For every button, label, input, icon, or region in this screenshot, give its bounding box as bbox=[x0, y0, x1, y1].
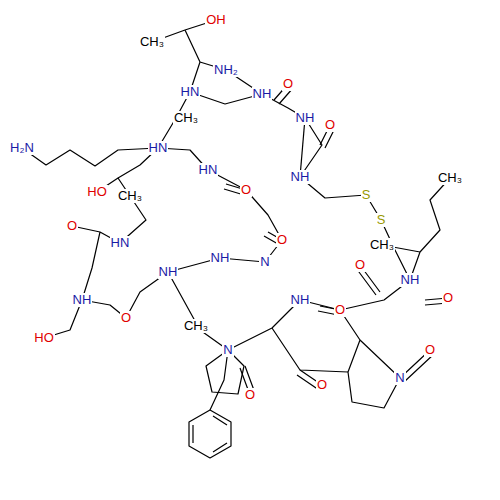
atom-label: O bbox=[424, 343, 436, 357]
bond bbox=[22, 148, 158, 166]
atom-label: O bbox=[282, 77, 294, 91]
atom-label: O bbox=[66, 219, 78, 233]
atom-label: CH₃ bbox=[369, 238, 395, 252]
atom-label: N bbox=[259, 255, 270, 269]
atom-label: NH bbox=[290, 170, 311, 184]
atom-label: CH₃ bbox=[173, 111, 199, 125]
atom-label: NH bbox=[252, 87, 273, 101]
atom-label: S bbox=[361, 188, 372, 202]
bond bbox=[300, 118, 305, 177]
atom-label: O bbox=[354, 258, 366, 272]
atom-label: O bbox=[120, 311, 132, 325]
atom-label: CH₃ bbox=[437, 171, 463, 185]
atom-label: O bbox=[316, 378, 328, 392]
atom-label: S bbox=[376, 213, 387, 227]
atom-label: NH bbox=[400, 273, 421, 287]
atom-label: HN bbox=[110, 236, 131, 250]
atom-label: H₂N bbox=[9, 141, 35, 155]
atom-label: O bbox=[276, 233, 288, 247]
atom-label: O bbox=[334, 303, 346, 317]
atom-label: N bbox=[222, 343, 233, 357]
bond bbox=[152, 20, 262, 94]
bond bbox=[158, 148, 282, 272]
bond bbox=[126, 92, 410, 350]
bond bbox=[210, 350, 228, 410]
atom-label: NH bbox=[290, 293, 311, 307]
bond bbox=[272, 328, 348, 372]
bond bbox=[382, 178, 450, 280]
atom-label: O bbox=[240, 183, 252, 197]
atom-label: O bbox=[442, 291, 454, 305]
atom-label: CH₃ bbox=[117, 189, 143, 203]
atom-label: HO bbox=[33, 331, 55, 345]
atom-label: HN bbox=[148, 141, 169, 155]
proline-ring bbox=[340, 310, 400, 408]
atom-label: CH₃ bbox=[183, 319, 209, 333]
atom-label: NH₂ bbox=[213, 63, 239, 77]
atom-label: OH bbox=[205, 13, 227, 27]
atom-label: HN bbox=[180, 85, 201, 99]
atom-label: HN bbox=[198, 163, 219, 177]
atom-label: O bbox=[244, 388, 256, 402]
atom-label: O bbox=[324, 118, 336, 132]
benzene-ring bbox=[189, 410, 231, 458]
atom-label: CH₃ bbox=[139, 35, 165, 49]
aromatic-bond bbox=[193, 416, 227, 452]
atom-label: NH bbox=[295, 111, 316, 125]
atom-label: NH bbox=[72, 293, 93, 307]
atom-label: N bbox=[394, 371, 405, 385]
atom-label: NH bbox=[158, 265, 179, 279]
atom-label: NH bbox=[210, 251, 231, 265]
atom-label: HO bbox=[86, 185, 108, 199]
